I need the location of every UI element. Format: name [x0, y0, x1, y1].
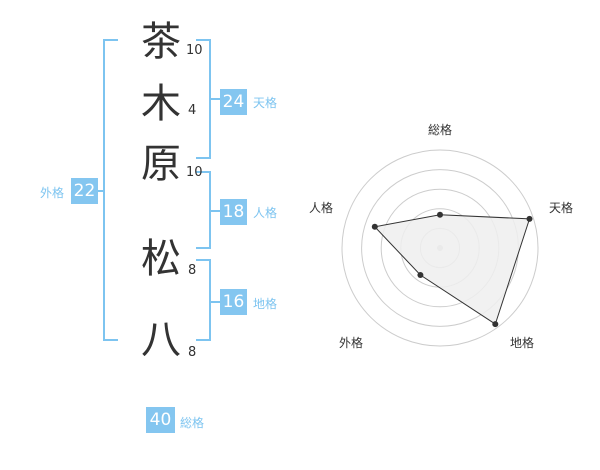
tenkaku-badge: 24: [220, 89, 247, 115]
chikaku-label: 地格: [253, 297, 278, 311]
name-char-4: 松: [141, 236, 181, 282]
outer-bracket: [103, 39, 118, 341]
radar-point-1: [437, 211, 443, 218]
radar-axis-label-tenkaku: 天格: [549, 201, 574, 215]
stroke-count-4: 8: [188, 263, 197, 278]
stroke-count-5: 8: [188, 345, 197, 360]
stroke-count-1: 10: [186, 43, 203, 58]
jinkaku-label: 人格: [253, 206, 278, 220]
radar-axis-label-gaikaku: 外格: [339, 336, 364, 350]
radar-point-4: [417, 272, 424, 278]
radar-series-polygon: [373, 214, 531, 325]
radar-axis-label-soukaku: 総格: [428, 123, 453, 137]
radar-axis-label-jinkaku: 人格: [309, 201, 334, 215]
chikaku-bracket: [196, 259, 211, 341]
radar-chart: [341, 149, 539, 347]
radar-point-2: [526, 215, 533, 222]
jinkaku-bracket: [196, 171, 211, 249]
chikaku-badge: 16: [220, 289, 247, 315]
radar-point-5: [371, 223, 378, 230]
name-char-2: 木: [141, 81, 181, 127]
tenkaku-label: 天格: [253, 96, 278, 110]
stroke-count-2: 4: [188, 103, 197, 118]
jinkaku-badge: 18: [220, 199, 247, 225]
name-char-1: 茶: [141, 19, 181, 65]
name-char-3: 原: [141, 141, 181, 187]
radar-point-3: [492, 321, 499, 328]
radar-ring-5: [341, 149, 539, 347]
gaikaku-label: 外格: [40, 186, 65, 200]
soukaku-badge: 40: [146, 407, 175, 433]
soukaku-label: 総格: [180, 416, 205, 430]
radar-axis-label-chikaku: 地格: [510, 336, 535, 350]
stroke-count-3: 10: [186, 165, 203, 180]
name-char-5: 八: [141, 317, 181, 363]
gaikaku-badge: 22: [71, 178, 98, 204]
